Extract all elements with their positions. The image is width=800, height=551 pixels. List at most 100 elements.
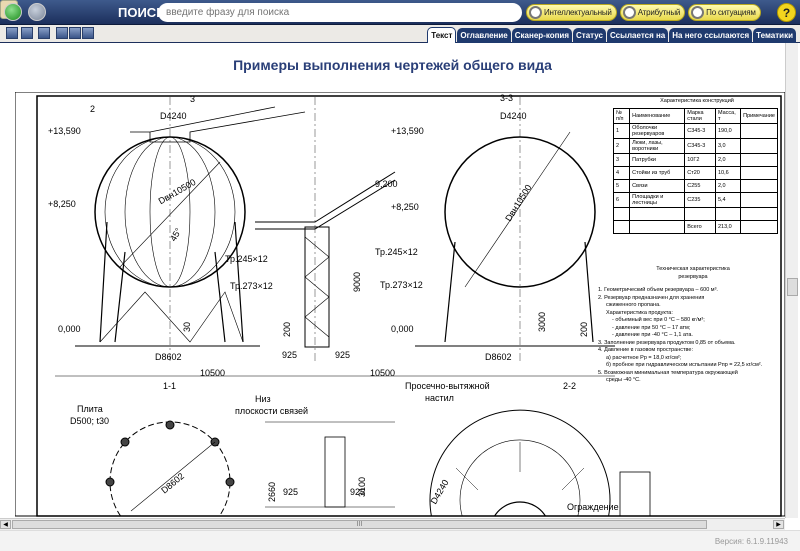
tech-line: - давление при 50 °С – 17 атм; (612, 324, 691, 331)
dim-label: Dвн10500 (157, 177, 198, 206)
elevation-label: 0,000 (391, 324, 414, 334)
export-icon[interactable] (38, 27, 50, 39)
back-button[interactable] (4, 3, 22, 21)
table-row (612, 207, 778, 221)
td: 4 (612, 166, 631, 180)
save-icon[interactable] (6, 27, 18, 39)
dim-label: D4240 (500, 111, 527, 121)
tech-line: - объемный вес при 0 °С – 580 кг/м³; (612, 317, 705, 323)
tab-status[interactable]: Статус (573, 28, 606, 43)
td: Люки, лазы, воротники (629, 138, 686, 154)
td (740, 123, 778, 139)
td: С255 (684, 179, 716, 193)
td: 10,6 (714, 166, 742, 180)
magnifier-icon (691, 6, 705, 19)
pipe-label: Тр.245×12 (225, 254, 268, 264)
td: 6 (612, 192, 631, 208)
tab-topics[interactable]: Тематики (753, 28, 796, 43)
tech-line: Характеристика продукта: (606, 309, 673, 316)
page-title: Примеры выполнения чертежей общего вида (233, 57, 552, 73)
tab-scan-copy[interactable]: Сканер-копия (511, 28, 573, 43)
tab-contents[interactable]: Оглавление (457, 28, 511, 43)
td: Патрубки (629, 153, 686, 167)
horizontal-scroll-thumb[interactable]: III (12, 520, 707, 529)
td (740, 138, 778, 154)
print-icon[interactable] (21, 27, 33, 39)
td (740, 192, 778, 208)
note-label: D500; t30 (70, 416, 109, 426)
dim-label: D8602 (485, 352, 512, 362)
td (612, 207, 631, 221)
tech-line: а) расчетное Pр = 18,0 кг/см²; (606, 354, 682, 361)
dim-label: 2660 (267, 482, 277, 502)
section-label: 2-2 (563, 381, 576, 391)
situation-search-button[interactable]: По ситуациям (688, 4, 761, 21)
search-input[interactable] (158, 3, 522, 22)
dim-label: 45° (168, 226, 184, 243)
down-icon[interactable] (82, 27, 94, 39)
th: Наименование (629, 108, 686, 124)
note-label: Плита (77, 404, 103, 414)
forward-button[interactable] (28, 3, 46, 21)
tab-referred-by[interactable]: На него ссылаются (669, 28, 753, 43)
tab-refers-to[interactable]: Ссылается на (606, 28, 669, 43)
search-mode-buttons: Интеллектуальный Атрибутный По ситуациям (526, 4, 761, 21)
scroll-left-arrow[interactable]: ◀ (0, 520, 11, 529)
attribute-search-button[interactable]: Атрибутный (619, 4, 686, 21)
tech-caption: Техническая характеристика (656, 266, 730, 272)
section-marker: 3 (190, 94, 195, 104)
td: 5 (612, 179, 631, 193)
td: Связи (629, 179, 686, 193)
prev-icon[interactable] (69, 27, 81, 39)
spec-caption: Характеристика конструкций (660, 98, 734, 104)
up-icon[interactable] (56, 27, 68, 39)
td: Стойки из труб (629, 166, 686, 180)
tech-line: 1. Геометрический объем резервуара – 600… (598, 287, 718, 293)
section-label: 3-3 (500, 93, 513, 103)
vertical-scroll-thumb[interactable] (787, 278, 798, 296)
magnifier-icon (529, 6, 542, 19)
elevation-label: +8,250 (391, 202, 419, 212)
scroll-right-arrow[interactable]: ▶ (773, 520, 784, 529)
intellectual-search-button[interactable]: Интеллектуальный (526, 4, 617, 21)
tech-line: - давление при -40 °С – 1,1 ата. (612, 332, 693, 338)
td (740, 153, 778, 167)
dim-label: 10500 (200, 368, 225, 378)
elevation-label: +13,590 (391, 126, 424, 136)
horizontal-scrollbar[interactable]: ◀ III ▶ (0, 518, 785, 530)
td: 3 (612, 153, 631, 167)
note-label: Низ (255, 394, 271, 404)
section-label: 1-1 (163, 381, 176, 391)
td (740, 207, 778, 221)
engineering-drawing: D4240 3 2 +13,590 +8,250 0,000 Dвн10500 … (15, 92, 785, 517)
note-label: Ограждение (567, 502, 619, 512)
th: Марка стали (684, 108, 716, 124)
vertical-scrollbar[interactable] (785, 43, 798, 518)
td: Всего (684, 220, 716, 234)
tech-line: 3. Заполнение резервуара продуктом 0,85 … (598, 339, 736, 346)
tech-line: 5. Возможная минимальная температура окр… (598, 369, 738, 376)
td: 3,0 (714, 138, 742, 154)
dim-label: 10500 (370, 368, 395, 378)
note-label: плоскости связей (235, 406, 308, 416)
help-button[interactable]: ? (777, 3, 796, 22)
td: 2,0 (714, 153, 742, 167)
dim-label: 3100 (357, 477, 367, 497)
tab-text[interactable]: Текст (427, 27, 457, 43)
td (684, 207, 716, 221)
td: С235 (684, 192, 716, 208)
dim-label: 9000 (352, 272, 362, 292)
td: 213,0 (714, 220, 742, 234)
dim-label: D8602 (155, 352, 182, 362)
note-label: Просечно-вытяжной (405, 381, 490, 391)
pipe-label: Тр.245×12 (375, 247, 418, 257)
td (629, 220, 686, 234)
version-label: Версия: 6.1.9.11943 (714, 537, 788, 546)
